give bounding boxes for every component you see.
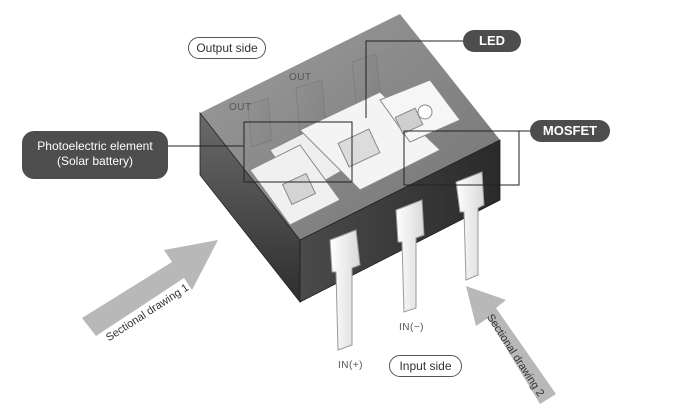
photoelectric-line1: Photoelectric element (37, 139, 153, 153)
package-front (200, 113, 300, 302)
led-callout: LED (463, 30, 521, 52)
callout-lines (168, 40, 530, 186)
arrow-sectional-1 (82, 240, 218, 336)
in-plus-label: IN(+) (338, 360, 363, 371)
photoelectric-callout: Photoelectric element (Solar battery) (22, 131, 168, 179)
output-side-label: Output side (188, 37, 266, 59)
mosfet-callout: MOSFET (530, 120, 610, 142)
photoelectric-line2: (Solar battery) (56, 154, 134, 168)
input-pins (329, 171, 485, 351)
out-left-label: OUT (229, 102, 252, 113)
in-minus-label: IN(−) (399, 322, 424, 333)
arrow-sectional-2 (466, 286, 556, 404)
input-side-label: Input side (389, 355, 462, 377)
out-center-label: OUT (289, 72, 312, 83)
lead-frame (249, 79, 461, 226)
